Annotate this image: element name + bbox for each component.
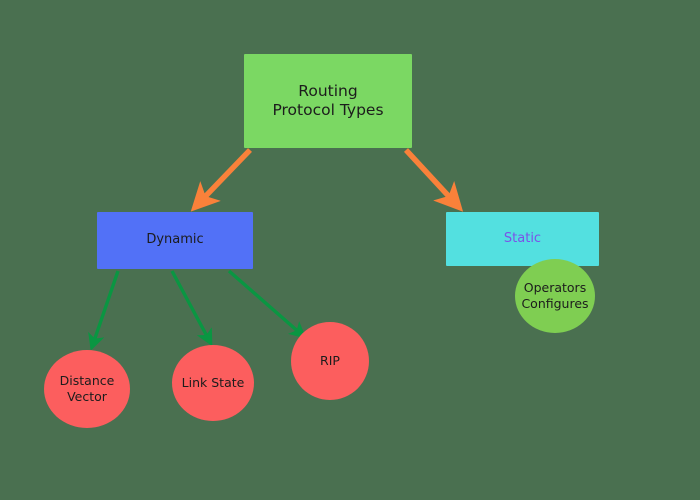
node-label-static: Static: [503, 230, 542, 246]
edge-dynamic-to-distance-vector: [88, 270, 120, 351]
node-label-rip: RIP: [320, 353, 340, 369]
node-static[interactable]: Static: [446, 212, 599, 266]
node-label-operators-configures: Operators Configures: [521, 280, 589, 311]
node-operators-configures[interactable]: Operators Configures: [515, 259, 595, 333]
edge-root-to-static: [403, 148, 464, 212]
node-routing-protocol-types[interactable]: Routing Protocol Types: [244, 54, 412, 148]
edge-root-to-dynamic: [190, 148, 252, 212]
node-label-root: Routing Protocol Types: [272, 81, 384, 119]
node-label-link-state: Link State: [181, 375, 245, 391]
node-label-distance-vector: Distance Vector: [59, 373, 115, 404]
node-link-state[interactable]: Link State: [172, 345, 254, 421]
node-distance-vector[interactable]: Distance Vector: [44, 350, 130, 428]
node-dynamic[interactable]: Dynamic: [97, 212, 253, 269]
edge-dynamic-to-rip: [227, 269, 307, 339]
node-rip[interactable]: RIP: [291, 322, 369, 400]
edge-dynamic-to-link-state: [170, 270, 213, 347]
node-label-dynamic: Dynamic: [146, 232, 204, 248]
